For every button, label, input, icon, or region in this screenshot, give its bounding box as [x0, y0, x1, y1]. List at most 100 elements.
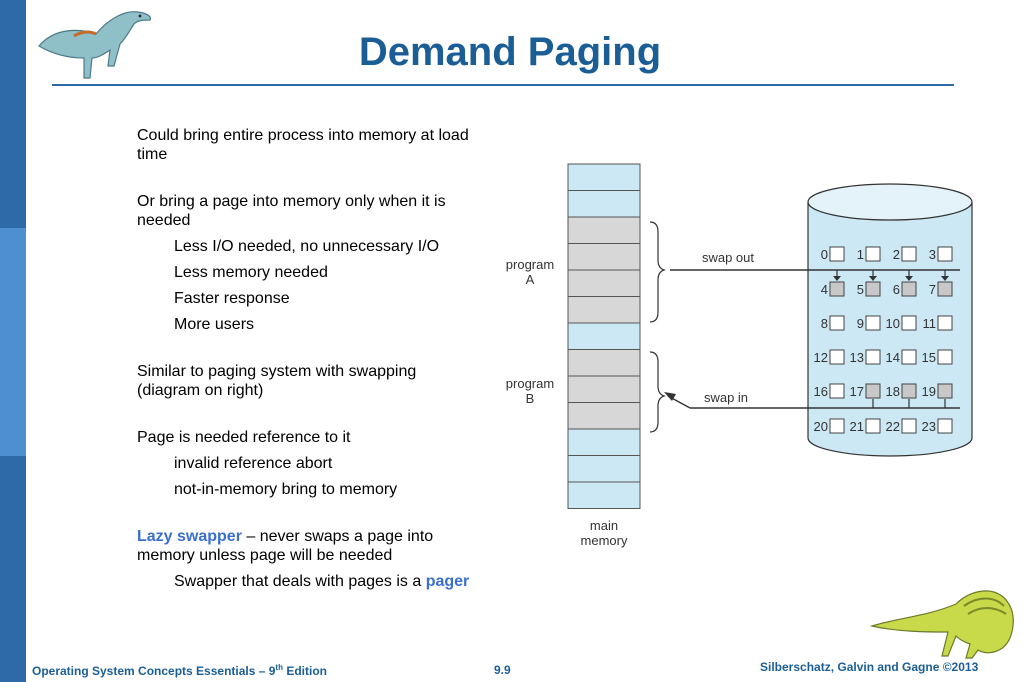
sub-bullet-item: Less I/O needed, no unnecessary I/O — [95, 237, 480, 256]
memory-frame — [567, 216, 641, 244]
left-accent-bar — [0, 0, 26, 682]
disk-page-number: 23 — [922, 419, 936, 434]
pager-term: pager — [425, 573, 470, 590]
disk-page-number: 16 — [814, 384, 828, 399]
disk-page-box — [901, 281, 917, 297]
disk-page-box — [865, 315, 881, 331]
disk-page-number: 8 — [821, 316, 828, 331]
disk-page-number: 22 — [886, 419, 900, 434]
program-b-label: B — [526, 391, 535, 406]
left-bar-segment — [0, 228, 26, 456]
title-divider — [52, 84, 954, 86]
disk-page-number: 14 — [886, 350, 900, 365]
main-memory-column — [567, 163, 641, 509]
sub-bullet-text: Swapper that deals with pages is a — [174, 573, 426, 590]
disk-page-box — [865, 281, 881, 297]
lazy-swapper-term: Lazy swapper — [137, 528, 242, 545]
swap-out-drop-head — [941, 276, 949, 281]
disk-page-number: 19 — [922, 384, 936, 399]
memory-frame — [567, 455, 641, 483]
memory-frame — [567, 349, 641, 377]
sub-bullet-text: invalid reference abort — [174, 455, 333, 472]
main-memory-label: memory — [581, 533, 628, 548]
sub-bullet-item: not-in-memory bring to memory — [95, 480, 480, 499]
disk-cylinder — [807, 202, 973, 457]
disk-page-box — [829, 281, 845, 297]
program-b-brace — [649, 351, 666, 433]
disk-page-box — [829, 418, 845, 434]
bullet-text: Could bring entire process into memory a… — [137, 127, 469, 163]
disk-page-box — [829, 383, 845, 399]
footer-superscript: th — [275, 663, 283, 672]
bullet-text: Or bring a page into memory only when it… — [137, 193, 446, 229]
swap-out-drop-head — [905, 276, 913, 281]
disk-page-number: 21 — [850, 419, 864, 434]
disk-page-box — [901, 418, 917, 434]
dinosaur-logo-icon — [38, 11, 151, 79]
disk-page-number: 4 — [821, 282, 828, 297]
disk-page-box — [865, 246, 881, 262]
sub-bullet-text: Less I/O needed, no unnecessary I/O — [174, 238, 440, 255]
footer-text: Edition — [282, 664, 327, 678]
disk-page-box — [865, 383, 881, 399]
sub-bullet-item: Less memory needed — [95, 263, 480, 282]
bullet-text: Page is needed reference to it — [137, 429, 351, 446]
memory-frame — [567, 243, 641, 271]
page-title: Demand Paging — [358, 30, 662, 74]
disk-page-number: 13 — [850, 350, 864, 365]
program-b-label: program — [506, 376, 554, 391]
sub-bullet-item: Swapper that deals with pages is a pager — [95, 572, 480, 591]
disk-page-number: 9 — [857, 316, 864, 331]
disk-page-number: 20 — [814, 419, 828, 434]
swap-in-arrow-head — [664, 392, 676, 401]
page-number: 9.9 — [494, 663, 511, 677]
disk-page-number: 2 — [893, 247, 900, 262]
memory-frame — [567, 428, 641, 456]
disk-page-box — [937, 281, 953, 297]
footer-copyright: Silberschatz, Galvin and Gagne ©2013 — [760, 660, 979, 674]
disk-page-number: 3 — [929, 247, 936, 262]
disk-page-number: 7 — [929, 282, 936, 297]
disk-page-box — [865, 418, 881, 434]
bullet-item: Lazy swapper – never swaps a page into m… — [100, 527, 480, 591]
disk-page-box — [937, 246, 953, 262]
footer-text: Operating System Concepts Essentials – 9 — [32, 664, 276, 678]
disk-page-box — [901, 246, 917, 262]
bullet-item: Could bring entire process into memory a… — [100, 126, 480, 164]
memory-frame — [567, 163, 641, 191]
dinosaur-logo-icon — [869, 590, 1014, 659]
swap-out-drop-head — [869, 276, 877, 281]
sub-bullet-item: invalid reference abort — [95, 454, 480, 473]
swap-out-label: swap out — [702, 250, 754, 265]
sub-bullet-item: Faster response — [95, 289, 480, 308]
disk-page-number: 18 — [886, 384, 900, 399]
disk-page-box — [937, 349, 953, 365]
disk-page-box — [901, 349, 917, 365]
bullet-text: Similar to paging system with swapping (… — [137, 363, 417, 399]
program-a-brace — [649, 221, 666, 323]
disk-page-number: 6 — [893, 282, 900, 297]
memory-frame — [567, 481, 641, 509]
footer-course-title: Operating System Concepts Essentials – 9… — [32, 663, 327, 678]
disk-page-number: 1 — [857, 247, 864, 262]
swap-out-drop-head — [833, 276, 841, 281]
bullet-text: – never swaps a page into memory unless … — [137, 528, 434, 564]
disk-page-box — [865, 349, 881, 365]
disk-page-number: 17 — [850, 384, 864, 399]
program-a-label: A — [526, 272, 535, 287]
swap-out-drops — [833, 270, 949, 281]
disk-page-number: 5 — [857, 282, 864, 297]
disk-page-box — [829, 349, 845, 365]
main-memory-label: main — [590, 518, 618, 533]
sub-bullet-text: not-in-memory bring to memory — [174, 481, 398, 498]
disk-page-box — [937, 383, 953, 399]
swap-in-rises — [872, 399, 946, 408]
sub-bullet-text: Less memory needed — [174, 264, 328, 281]
sub-bullet-text: More users — [174, 316, 255, 333]
disk-page-box — [937, 418, 953, 434]
swap-in-label: swap in — [704, 390, 748, 405]
disk-page-box — [829, 246, 845, 262]
disk-page-box — [901, 383, 917, 399]
